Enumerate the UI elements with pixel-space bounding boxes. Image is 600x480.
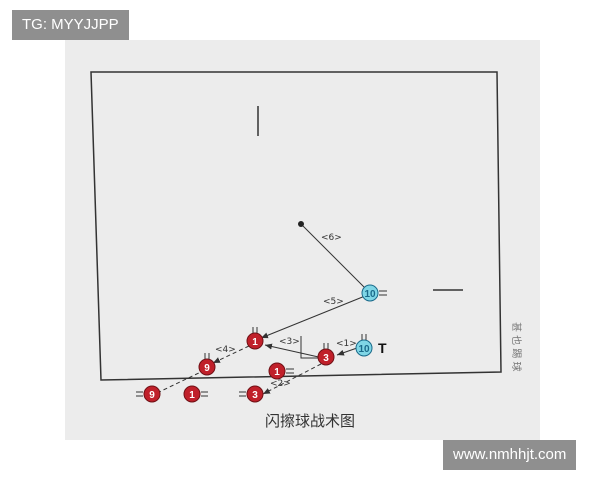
- player-own-9-mid: 9: [198, 353, 216, 376]
- arrow-6-start: [298, 221, 304, 227]
- player-own-3-right: 3: [317, 343, 335, 366]
- arrow-label-4: <4>: [215, 345, 236, 355]
- svg-text:1: 1: [274, 367, 280, 378]
- field-outline: [90, 71, 502, 381]
- svg-text:1: 1: [252, 337, 258, 348]
- arrow-label-3: <3>: [279, 337, 300, 347]
- diagram-photo: <6> <5> <3> <1> <4> <2> 10 10 T 1 3: [65, 40, 540, 440]
- arrow-3: [300, 336, 319, 359]
- player-own-1-bottom: 1: [183, 385, 208, 403]
- svg-text:1: 1: [189, 390, 195, 401]
- tactics-diagram: <6> <5> <3> <1> <4> <2> 10 10 T 1 3: [90, 71, 523, 430]
- svg-text:10: 10: [358, 344, 370, 355]
- player-own-3-bottom: 3: [239, 385, 264, 403]
- svg-text:9: 9: [149, 390, 155, 401]
- arrow-label-6: <6>: [321, 233, 342, 243]
- player-own-1-right: 1: [268, 362, 294, 380]
- watermark-top: TG: MYYJJPP: [12, 10, 129, 40]
- arrow-5: [260, 295, 366, 339]
- watermark-bottom: www.nmhhjt.com: [443, 440, 577, 470]
- diagram-caption: 闪擦球战术图: [265, 412, 355, 430]
- player-opponent-10-top: 10: [361, 284, 387, 302]
- svg-text:3: 3: [252, 390, 258, 401]
- arrow-4b: [156, 369, 206, 394]
- svg-text:9: 9: [204, 363, 210, 374]
- marker-t: T: [378, 340, 387, 356]
- side-text: 甚 也 踢 球: [510, 322, 523, 372]
- arrow-label-1: <1>: [336, 339, 357, 349]
- player-own-9-bottom: 9: [136, 385, 161, 403]
- arrow-2: [262, 363, 322, 395]
- arrow-label-2: <2>: [270, 379, 291, 389]
- svg-text:10: 10: [364, 289, 376, 300]
- player-opponent-10-bottom: 10: [355, 334, 373, 357]
- arrow-3b: [264, 343, 324, 359]
- arrow-6: [301, 224, 368, 291]
- svg-text:3: 3: [323, 353, 329, 364]
- player-own-1-center: 1: [246, 327, 264, 350]
- arrow-label-5: <5>: [323, 297, 344, 307]
- arrow-1: [336, 347, 358, 356]
